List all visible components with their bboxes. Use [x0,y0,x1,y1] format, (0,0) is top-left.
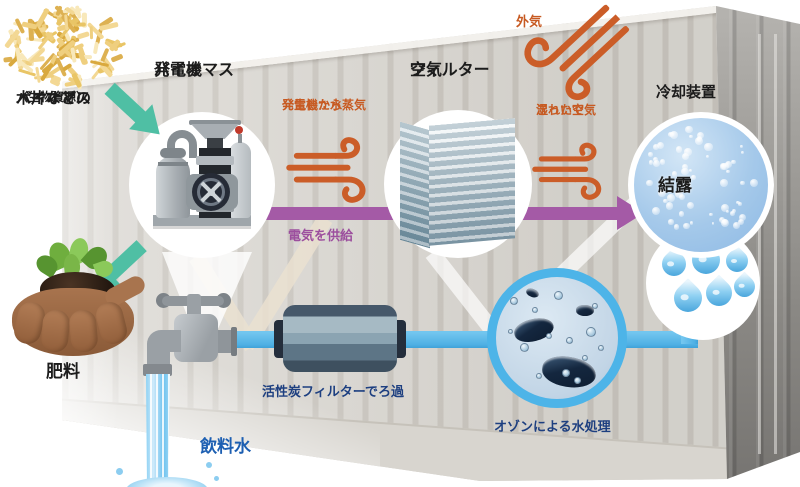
wood-chips-icon [3,2,136,94]
container-door-rod [758,34,761,454]
fertilizer-hands-icon [8,236,148,368]
water-splash-icon [126,477,208,487]
container-door-rod [774,34,777,454]
clean-air-wind-icon [532,138,626,208]
carbon-filter-icon [283,305,397,372]
outside-air-wind-icon [475,0,656,148]
condensation-droplets-icon [634,118,768,252]
flywheel-icon [192,173,230,211]
funnel-icon [191,124,239,139]
valve-icon [235,126,243,134]
water-stream-icon [146,374,170,482]
biomass-generator-icon [129,112,275,258]
ozone-bubbles-icon [487,268,627,408]
steam-wind-icon [286,132,394,212]
air-filter-circle [384,110,532,258]
air-filter-icon [400,118,518,249]
cooling-device-circle [628,112,774,258]
